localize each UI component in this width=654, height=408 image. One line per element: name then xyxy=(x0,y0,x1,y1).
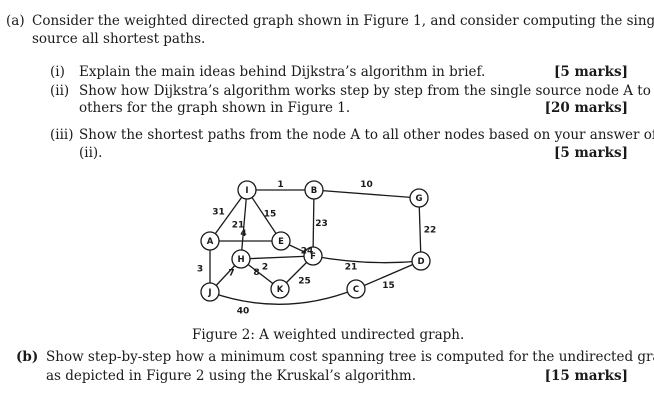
edge-weight-f-k: 25 xyxy=(298,277,311,287)
node-label-d: D xyxy=(417,257,424,267)
part-b-line1: Show step-by-step how a minimum cost spa… xyxy=(46,349,654,365)
node-circle-j xyxy=(200,282,220,302)
node-f: F xyxy=(303,246,323,266)
figure-caption: Figure 2: A weighted undirected graph. xyxy=(192,327,465,343)
edge-j-c xyxy=(209,288,357,305)
edge-i-a xyxy=(209,189,248,242)
part-a-line1: Consider the weighted directed graph sho… xyxy=(32,13,654,29)
node-k: K xyxy=(270,279,290,299)
node-label-e: E xyxy=(278,237,284,247)
part-a-line2: source all shortest paths. xyxy=(32,31,206,47)
item-iii-text-line1: Show the shortest paths from the node A … xyxy=(79,127,654,143)
node-label-f: F xyxy=(310,252,316,262)
edge-i-e xyxy=(246,189,282,242)
item-iii-text-line2: (ii). xyxy=(79,145,103,161)
weighted-undirected-graph: I B G A E H F D J K C 1 31 21 15 10 23 22 4 3 24 28 7 25 21 15 40 xyxy=(197,180,437,317)
item-iii-number: (iii) xyxy=(50,127,74,143)
edge-f-d xyxy=(312,255,422,264)
edge-weight-e-f: 24 xyxy=(301,247,314,257)
edge-g-d xyxy=(418,197,422,262)
edge-weight-h-j: 7 xyxy=(228,269,234,279)
edge-weight-i-e: 15 xyxy=(264,210,277,220)
edge-weight-j-c: 40 xyxy=(237,307,250,317)
edge-weight-b-f: 23 xyxy=(315,219,328,229)
edge-c-d xyxy=(355,260,422,290)
item-i-marks: [5 marks] xyxy=(554,64,628,80)
edge-weight-i-b: 1 xyxy=(277,180,283,190)
item-ii-text-line2: others for the graph shown in Figure 1. xyxy=(79,100,351,116)
node-circle-d xyxy=(411,251,431,271)
node-j: J xyxy=(200,282,220,302)
node-i: I xyxy=(237,180,257,200)
item-ii-marks: [20 marks] xyxy=(544,100,628,116)
edge-i-h xyxy=(240,189,248,260)
node-circle-g xyxy=(409,188,429,208)
node-d: D xyxy=(411,251,431,271)
edge-b-g xyxy=(313,189,420,199)
part-b-line2: as depicted in Figure 2 using the Kruska… xyxy=(46,368,417,384)
edge-weight-i-a: 31 xyxy=(212,208,225,218)
item-i-number: (i) xyxy=(50,64,65,80)
edge-weight-i-h: 21 xyxy=(232,221,245,231)
edge-h-f xyxy=(240,255,314,260)
node-label-k: K xyxy=(277,285,284,295)
node-label-j: J xyxy=(207,288,211,298)
edge-weight-h-k: 8 xyxy=(253,268,259,278)
part-b-marks: [15 marks] xyxy=(544,368,628,384)
edge-b-f xyxy=(312,189,315,257)
node-circle-i xyxy=(237,180,257,200)
node-label-h: H xyxy=(237,255,244,265)
node-label-g: G xyxy=(416,194,423,204)
edge-weight-b-g: 10 xyxy=(360,180,373,190)
node-g: G xyxy=(409,188,429,208)
node-e: E xyxy=(271,231,291,251)
node-c: C xyxy=(346,279,366,299)
node-label-i: I xyxy=(245,186,248,196)
part-a-label: (a) xyxy=(6,13,25,29)
node-circle-c xyxy=(346,279,366,299)
node-circle-a xyxy=(200,231,220,251)
node-label-b: B xyxy=(311,186,317,196)
node-label-a: A xyxy=(207,237,214,247)
edge-weight-a-j: 3 xyxy=(197,265,203,275)
edge-weight-f-d: 21 xyxy=(345,263,358,273)
node-circle-e xyxy=(271,231,291,251)
node-label-c: C xyxy=(353,285,359,295)
edge-weight-g-d: 22 xyxy=(424,226,437,236)
node-circle-k xyxy=(270,279,290,299)
node-circle-b xyxy=(304,180,324,200)
node-b: B xyxy=(304,180,324,200)
part-b-label: (b) xyxy=(16,349,39,365)
item-iii-marks: [5 marks] xyxy=(554,145,628,161)
item-i-text: Explain the main ideas behind Dijkstra’s… xyxy=(79,64,486,80)
edge-weight-a-e: 4 xyxy=(240,229,246,239)
edge-weight-h-f: 2 xyxy=(262,263,268,273)
node-circle-h xyxy=(231,249,251,269)
node-circle-f xyxy=(303,246,323,266)
item-ii-text-line1: Show how Dijkstra’s algorithm works step… xyxy=(79,83,654,99)
item-ii-number: (ii) xyxy=(50,83,70,99)
node-a: A xyxy=(200,231,220,251)
node-h: H xyxy=(231,249,251,269)
edge-weight-c-d: 15 xyxy=(382,281,395,291)
